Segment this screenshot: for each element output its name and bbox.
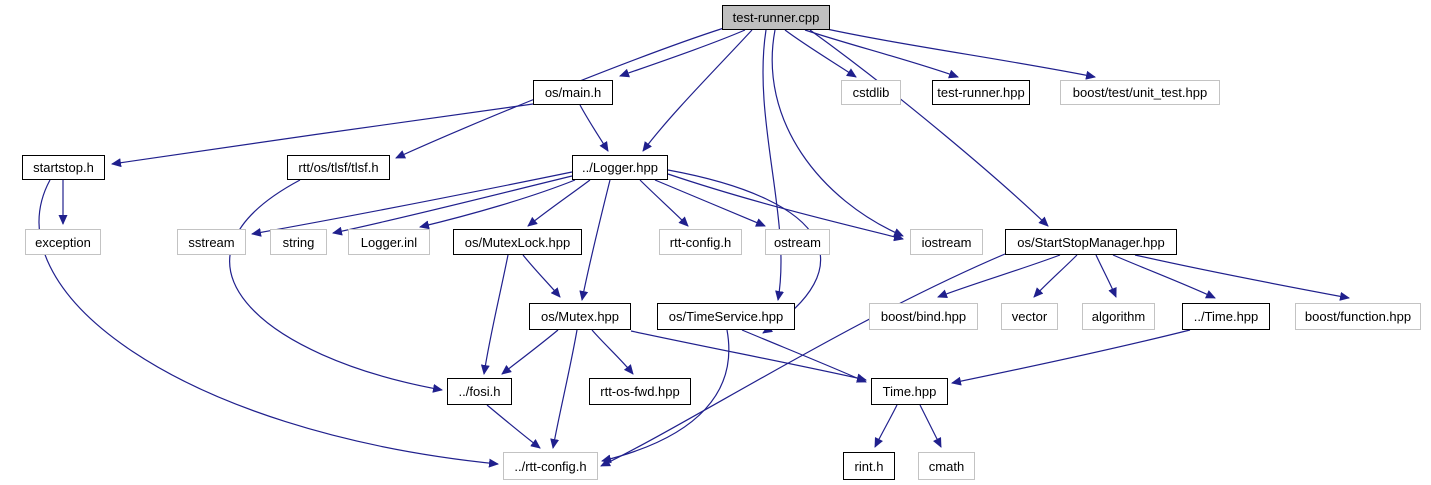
node-fosi_h[interactable]: ../fosi.h	[447, 378, 512, 405]
edge-test_runner_cpp-to-startstopmanager_hpp	[809, 29, 1049, 227]
edge-tlsf_h-to-fosi_h	[229, 179, 443, 393]
edge-mutexlock_hpp-to-mutex_hpp	[522, 254, 561, 298]
edge-mutex_hpp-to-rtt_os_fwd_hpp	[591, 329, 634, 375]
edge-test_runner_cpp-to-boost_unit_test	[821, 27, 1096, 80]
edge-os_main_h-to-logger_hpp	[579, 104, 609, 152]
edge-logger_hpp-to-iostream	[667, 173, 904, 242]
node-string: string	[270, 229, 327, 255]
node-boost_function_hpp: boost/function.hpp	[1295, 303, 1421, 330]
node-test_runner_cpp: test-runner.cpp	[722, 5, 830, 30]
edge-startstop_h-to-rtt_config_rel_h	[38, 179, 499, 468]
node-time_hpp[interactable]: Time.hpp	[871, 378, 948, 405]
node-cstdlib: cstdlib	[841, 80, 901, 105]
node-logger_inl: Logger.inl	[348, 229, 430, 255]
edge-timeservice_hpp-to-rtt_config_rel_h	[601, 329, 730, 464]
edge-mutex_hpp-to-fosi_h	[501, 329, 559, 375]
node-timeservice_hpp[interactable]: os/TimeService.hpp	[657, 303, 795, 330]
edge-fosi_h-to-rtt_config_rel_h	[486, 404, 541, 449]
edge-startstopmanager_hpp-to-algorithm	[1095, 254, 1117, 298]
edge-test_runner_cpp-to-logger_hpp	[642, 29, 753, 152]
edge-test_runner_cpp-to-test_runner_hpp	[804, 29, 959, 79]
edge-mutex_hpp-to-time_hpp	[630, 330, 867, 383]
node-algorithm: algorithm	[1082, 303, 1155, 330]
edge-logger_hpp-to-string	[332, 175, 573, 236]
edge-mutexlock_hpp-to-fosi_h	[480, 254, 509, 375]
node-ostream: ostream	[765, 229, 830, 255]
edge-logger_hpp-to-mutex_hpp	[579, 179, 611, 301]
include-edges	[38, 27, 1350, 468]
node-test_runner_hpp[interactable]: test-runner.hpp	[932, 80, 1030, 105]
node-cmath: cmath	[918, 452, 975, 480]
edge-test_runner_cpp-to-iostream	[771, 29, 904, 237]
node-exception: exception	[25, 229, 101, 255]
edge-logger_hpp-to-sstream	[251, 171, 573, 237]
node-startstop_h[interactable]: startstop.h	[22, 155, 105, 180]
edge-startstopmanager_hpp-to-boost_function_hpp	[1134, 254, 1350, 301]
edge-startstopmanager_hpp-to-rtt_config_rel_h	[600, 253, 1006, 467]
node-iostream: iostream	[910, 229, 983, 255]
edge-os_main_h-to-startstop_h	[111, 103, 534, 168]
edge-startstopmanager_hpp-to-boost_bind_hpp	[937, 254, 1061, 299]
edge-time_hpp-to-cmath	[919, 404, 942, 448]
node-boost_unit_test: boost/test/unit_test.hpp	[1060, 80, 1220, 105]
edge-startstopmanager_hpp-to-time_rel_hpp	[1112, 254, 1216, 299]
node-startstopmanager_hpp[interactable]: os/StartStopManager.hpp	[1005, 229, 1177, 255]
node-time_rel_hpp[interactable]: ../Time.hpp	[1182, 303, 1270, 330]
node-rtt_os_fwd_hpp[interactable]: rtt-os-fwd.hpp	[589, 378, 691, 405]
edge-test_runner_cpp-to-os_main_h	[619, 29, 746, 78]
node-rint_h[interactable]: rint.h	[843, 452, 895, 480]
node-boost_bind_hpp: boost/bind.hpp	[869, 303, 978, 330]
node-logger_hpp[interactable]: ../Logger.hpp	[572, 155, 668, 180]
edge-timeservice_hpp-to-time_hpp	[741, 329, 867, 383]
edge-logger_hpp-to-logger_inl	[419, 179, 576, 230]
edge-test_runner_cpp-to-timeservice_hpp	[762, 29, 784, 301]
node-mutex_hpp[interactable]: os/Mutex.hpp	[529, 303, 631, 330]
node-tlsf_h[interactable]: rtt/os/tlsf/tlsf.h	[287, 155, 390, 180]
edge-time_rel_hpp-to-time_hpp	[951, 329, 1191, 386]
node-rtt_config_h: rtt-config.h	[659, 229, 742, 255]
edge-time_hpp-to-rint_h	[874, 404, 898, 448]
node-sstream: sstream	[177, 229, 246, 255]
node-rtt_config_rel_h: ../rtt-config.h	[503, 452, 598, 480]
node-os_main_h[interactable]: os/main.h	[533, 80, 613, 105]
node-vector: vector	[1001, 303, 1058, 330]
edge-test_runner_cpp-to-cstdlib	[784, 29, 857, 78]
edge-logger_hpp-to-rtt_config_h	[639, 179, 689, 227]
edge-logger_hpp-to-ostream	[654, 179, 766, 227]
edge-mutex_hpp-to-rtt_config_rel_h	[550, 329, 578, 449]
edge-logger_hpp-to-mutexlock_hpp	[527, 179, 591, 227]
edge-startstopmanager_hpp-to-vector	[1033, 254, 1078, 298]
node-mutexlock_hpp[interactable]: os/MutexLock.hpp	[453, 229, 582, 255]
